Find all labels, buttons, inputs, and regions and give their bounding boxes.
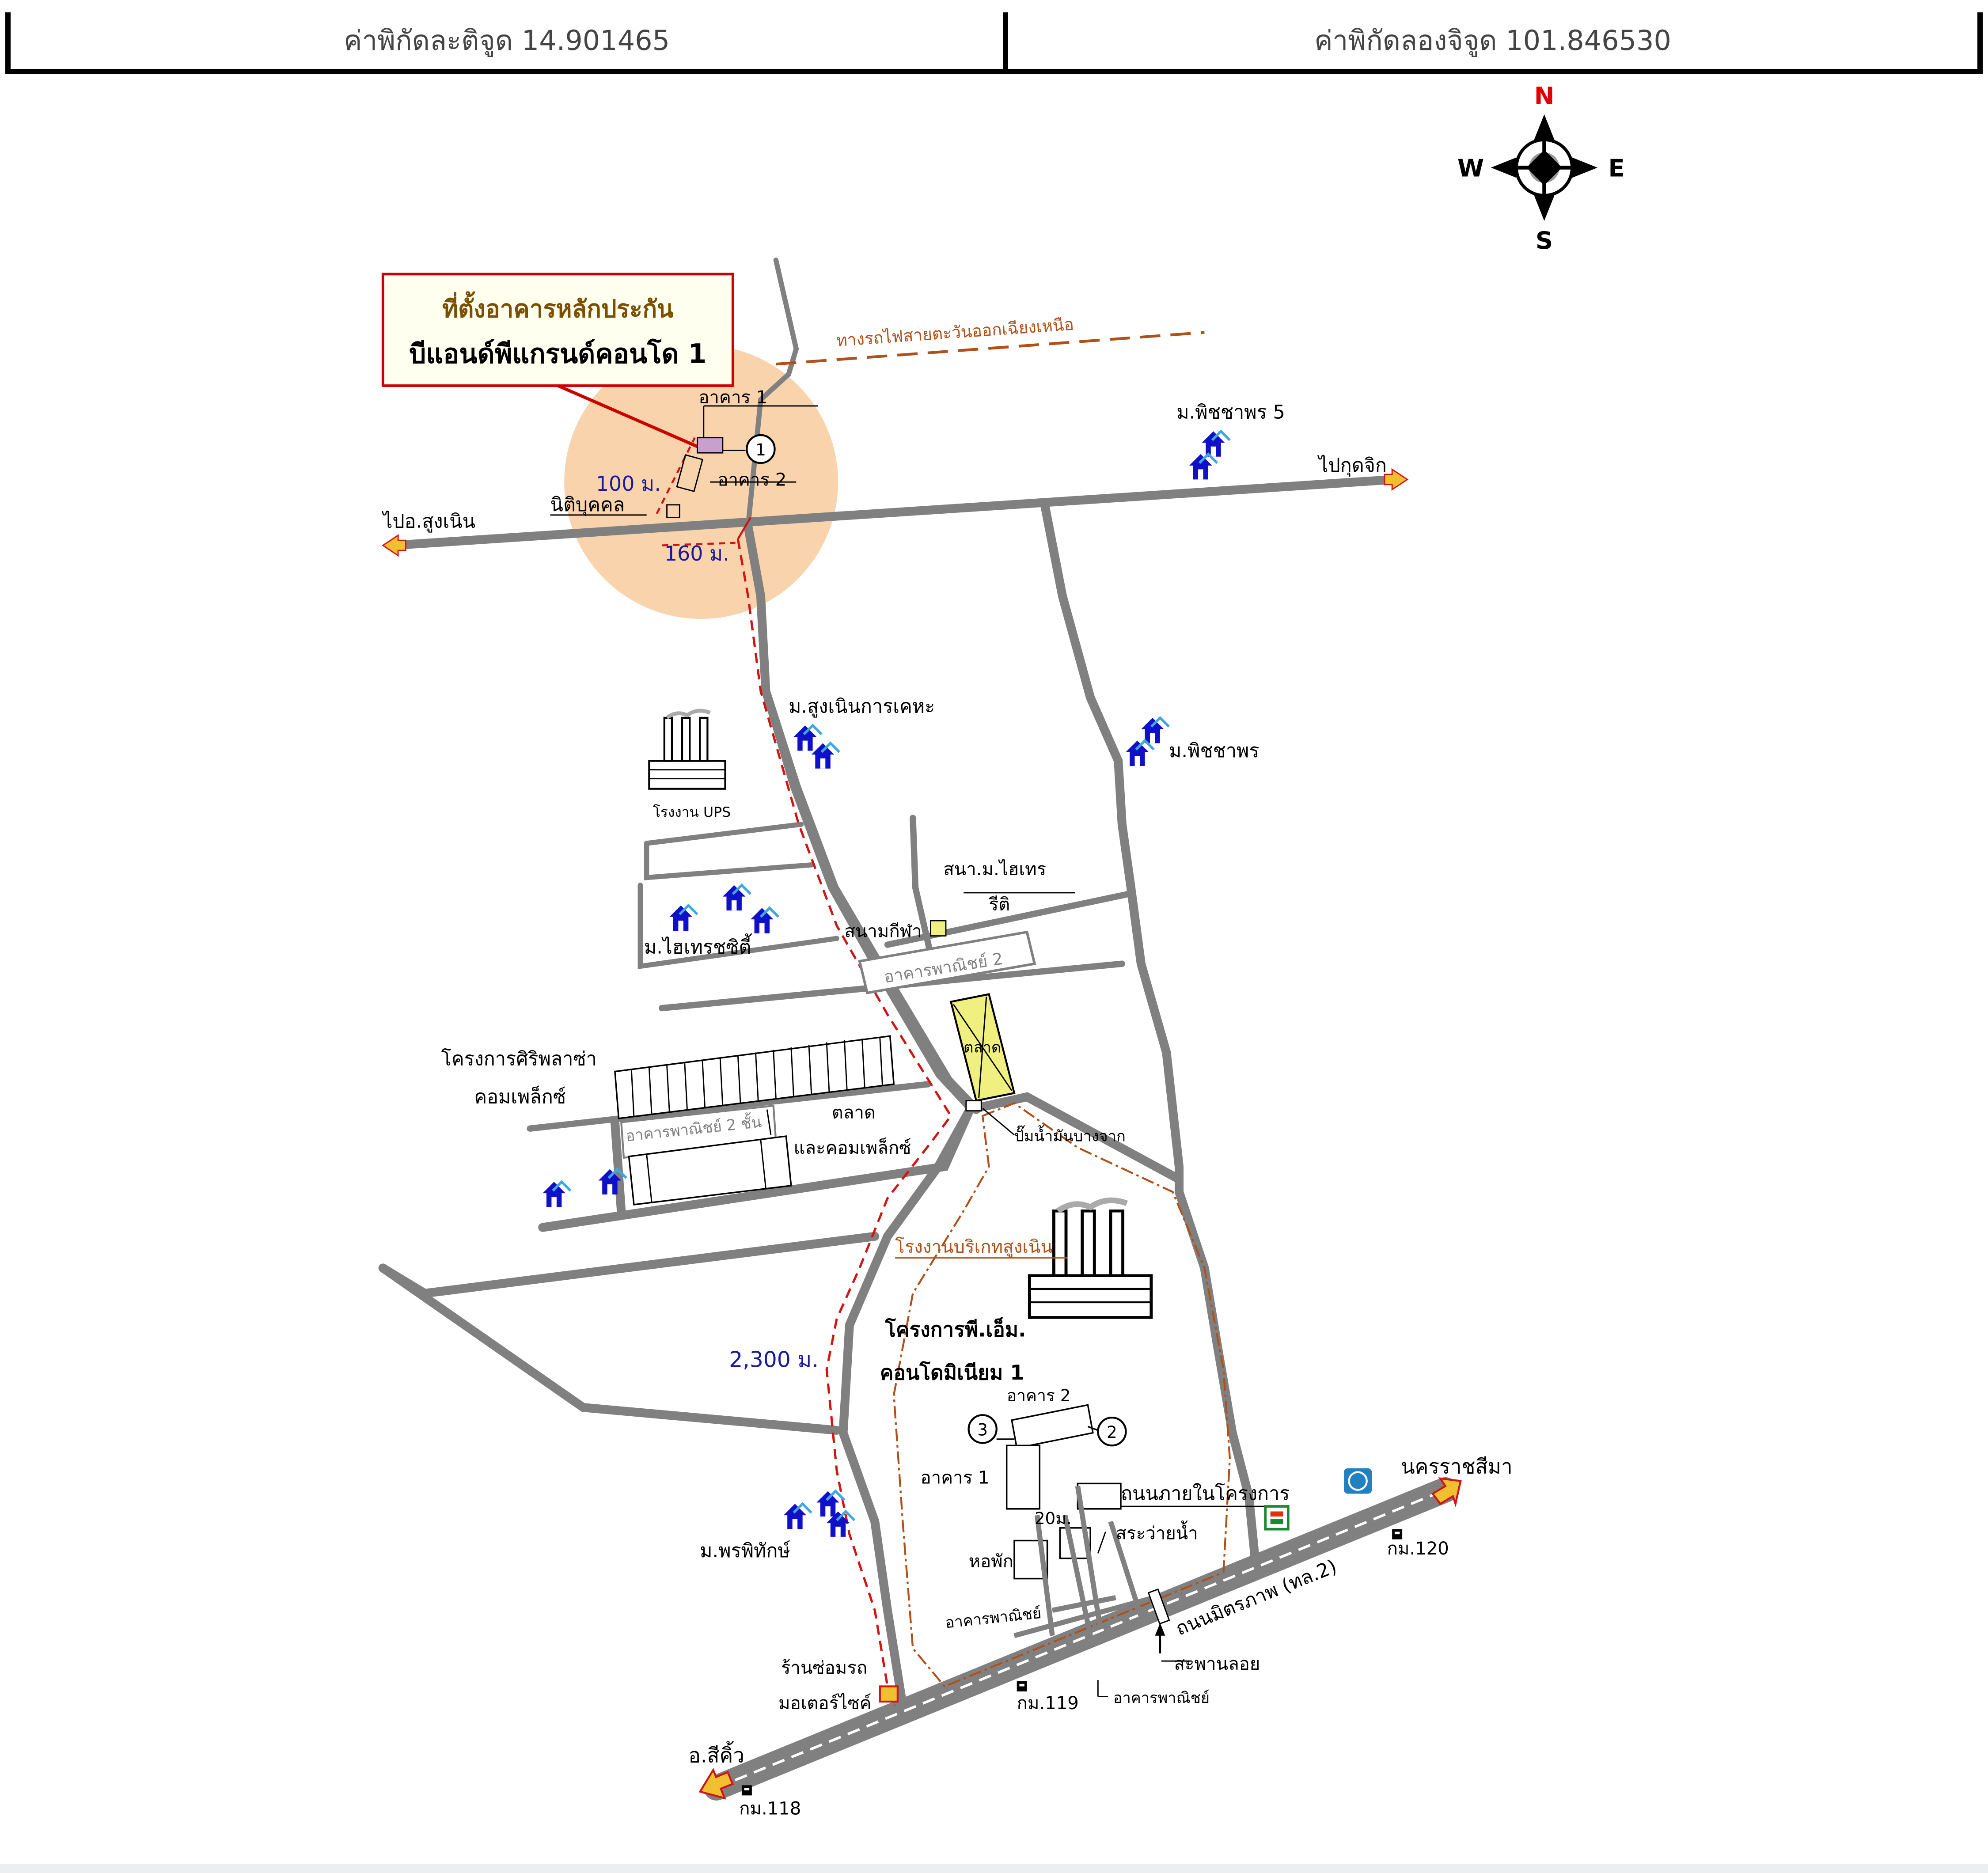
market-label: ตลาด xyxy=(964,1039,1001,1057)
sikhio-label: อ.สีคิ้ว xyxy=(688,1741,744,1767)
nakhon-ratchasima-label: นครราชสีมา xyxy=(1401,1454,1512,1478)
distance-2300m: 2,300 ม. xyxy=(729,1347,819,1372)
sports-field-label: สนามกีฬา xyxy=(844,921,922,941)
school-label-line2: รีติ xyxy=(988,895,1010,915)
arrow-to-kudjik xyxy=(1384,468,1409,491)
km119-post xyxy=(1017,1681,1027,1692)
school-label-line1: สนา.ม.ไฮเทร xyxy=(943,859,1046,880)
footbridge-label: สะพานลอย xyxy=(1174,1654,1260,1674)
road-network xyxy=(378,258,1399,1710)
callout-line1: ที่ตั้งอาคารหลักประกัน xyxy=(442,291,673,323)
to-sungnoen-label: ไปอ.สูงเนิน xyxy=(382,510,475,533)
road-pitchapon xyxy=(1040,500,1184,1197)
siri-label-line1: โครงการศิริพลาซ่า xyxy=(441,1048,597,1070)
svg-text:3: 3 xyxy=(977,1420,988,1439)
footbridge-icon xyxy=(1147,1588,1170,1625)
pm-project-line2: คอนโดมิเนียม 1 xyxy=(880,1361,1024,1384)
marker-3: 3 xyxy=(967,1414,998,1444)
pornpitak-label: ม.พรพิทักษ์ xyxy=(700,1540,790,1562)
svg-text:1: 1 xyxy=(755,440,766,459)
road-pm-loop-west xyxy=(838,1105,975,1710)
buffer-zone xyxy=(564,345,838,619)
km119-label: กม.119 xyxy=(1017,1693,1079,1714)
compass-rose xyxy=(1491,114,1598,221)
sungnoen-houses xyxy=(794,725,839,769)
arrow-to-nakhon-ratchasima xyxy=(1431,1477,1462,1508)
arrow-to-sikhio xyxy=(698,1767,734,1800)
compass-s-label: S xyxy=(1536,226,1553,254)
collateral-callout: ที่ตั้งอาคารหลักประกัน บีแอนด์พีแกรนด์คอ… xyxy=(381,273,734,448)
compass-w-label: W xyxy=(1457,154,1484,182)
longitude-label: ค่าพิกัดลองจิจูด 101.846530 xyxy=(1314,24,1671,57)
siri-label-line2: คอมเพล็กซ์ xyxy=(474,1085,566,1108)
commercial2-block xyxy=(858,930,1036,995)
siri-plaza-block xyxy=(614,1035,895,1119)
collateral-buildings xyxy=(666,405,818,518)
compass-n-label: N xyxy=(1534,82,1555,110)
sungnoen-village-label: ม.สูงเนินการเคหะ xyxy=(789,695,935,718)
footer-strip xyxy=(0,1864,1988,1873)
repair-shop-icon xyxy=(879,1685,899,1703)
compass-e-label: E xyxy=(1608,154,1624,182)
pm-project-line1: โครงการพี.เอ็ม. xyxy=(884,1317,1026,1341)
to-kudjik-label: ไปกุดจิก xyxy=(1317,455,1387,477)
ups-factory-label: โรงงาน UPS xyxy=(653,804,731,820)
repair-shop-line2: มอเตอร์ไซค์ xyxy=(778,1693,871,1714)
svg-text:2: 2 xyxy=(1107,1422,1117,1442)
ups-factory-icon xyxy=(649,711,725,789)
sports-field-icon xyxy=(930,920,947,936)
road-main-east-west xyxy=(388,475,1399,550)
coordinate-header: ค่าพิกัดละติจูด 14.901465 ค่าพิกัดลองจิจ… xyxy=(5,12,1983,74)
internal-road-label: ถนนภายในโครงการ xyxy=(1121,1483,1290,1505)
hitech-houses xyxy=(669,885,778,933)
pm-internal-roads xyxy=(1013,1486,1155,1638)
ptt-station-icon xyxy=(1344,1468,1372,1494)
pitchapon5-label: ม.พิชชาพร 5 xyxy=(1176,402,1285,424)
pm-project-boundary xyxy=(893,1102,1231,1688)
siri-houses xyxy=(543,1169,626,1207)
juristic-label: นิติบุคคล xyxy=(550,494,625,516)
gas-station-icon xyxy=(965,1100,982,1112)
pm-building1-label: อาคาร 1 xyxy=(921,1467,990,1488)
pitchapon-houses xyxy=(1126,718,1169,766)
market-building-block xyxy=(628,1109,792,1206)
briquette-factory-label: โรงงานบริเกทสูงเนิน xyxy=(895,1237,1053,1257)
marker-1: 1 xyxy=(746,434,776,464)
pitchapon-label: ม.พิชชาพร xyxy=(1169,740,1259,762)
dorm-label: หอพัก xyxy=(969,1551,1013,1572)
pool-label: สระว่ายน้ำ xyxy=(1116,1520,1198,1544)
complex-label: และคอมเพล็กซ์ xyxy=(794,1137,911,1158)
market2-label: ตลาด xyxy=(832,1103,876,1123)
highway-mittraphap xyxy=(703,1477,1458,1801)
km118-label: กม.118 xyxy=(739,1798,801,1819)
callout-line2: บีแอนด์พีแกรนด์คอนโด 1 xyxy=(409,338,706,369)
km118-post xyxy=(741,1785,752,1796)
distance-160m: 160 ม. xyxy=(664,542,729,565)
pm-building2-label: อาคาร 2 xyxy=(1007,1386,1071,1405)
briquette-factory-icon xyxy=(1029,1200,1151,1317)
route-line xyxy=(736,538,952,1706)
building2-label: อาคาร 2 xyxy=(717,470,786,490)
pitchapon5-houses xyxy=(1189,431,1230,479)
railway-line xyxy=(776,331,1205,366)
seven-eleven-icon xyxy=(1264,1505,1290,1531)
commercial-bottom-label: อาคารพาณิชย์ xyxy=(945,1604,1042,1632)
km120-label: กม.120 xyxy=(1387,1539,1449,1559)
gas-station-label: ปั๊มน้ำมันบางจาก xyxy=(1014,1125,1126,1145)
commercial-lower-label: อาคารพาณิชย์ xyxy=(1113,1689,1210,1707)
repair-shop-line1: ร้านซ่อมรถ xyxy=(781,1658,867,1678)
latitude-label: ค่าพิกัดละติจูด 14.901465 xyxy=(11,12,1008,69)
pornpitak-houses xyxy=(784,1491,855,1537)
arrow-to-sungnoen xyxy=(382,534,406,557)
building1-label: อาคาร 1 xyxy=(698,387,767,408)
distance-100m: 100 ม. xyxy=(596,472,661,496)
width-20m-label: 20ม. xyxy=(1035,1509,1072,1528)
hitech-village-label: ม.ไฮเทรชซิตี้ xyxy=(644,933,752,959)
km120-post xyxy=(1392,1529,1403,1539)
marker-2: 2 xyxy=(1097,1416,1127,1447)
